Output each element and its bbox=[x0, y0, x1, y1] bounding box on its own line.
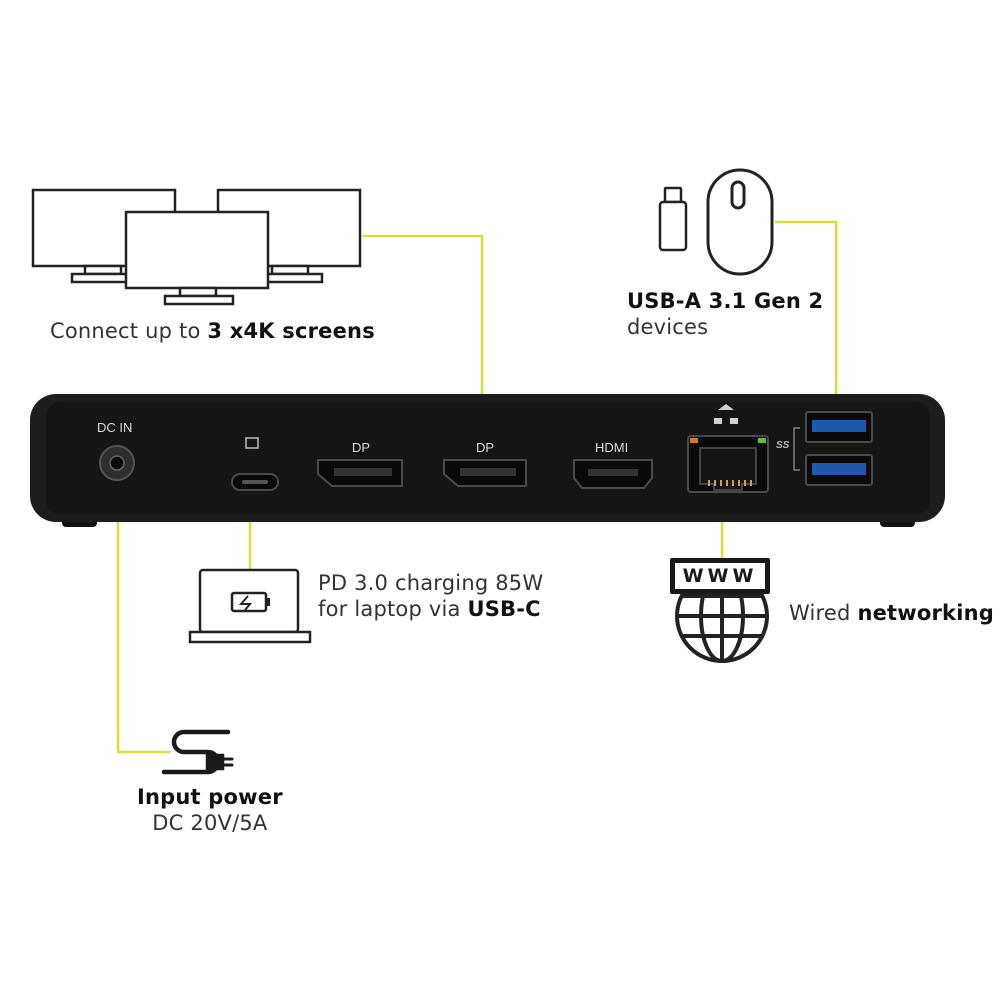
charging-caption-line1: PD 3.0 charging 85W bbox=[318, 571, 544, 595]
dp-port-1 bbox=[317, 459, 403, 487]
mouse-icon bbox=[706, 168, 774, 276]
power-connector-line bbox=[116, 478, 170, 754]
docking-station bbox=[30, 394, 945, 527]
usb-a-caption: USB-A 3.1 Gen 2 devices bbox=[627, 288, 823, 340]
usb-superspeed-badge: SS bbox=[776, 440, 790, 451]
power-plug-icon bbox=[161, 729, 234, 775]
usb-devices-connector-line bbox=[775, 220, 838, 410]
laptop-charging-icon bbox=[188, 568, 312, 644]
network-caption: Wired networking bbox=[789, 600, 994, 626]
dp-port-2 bbox=[443, 459, 527, 487]
screens-caption-bold: 3 x4K screens bbox=[207, 319, 375, 343]
network-caption-bold: networking bbox=[857, 601, 994, 625]
hdmi-port bbox=[573, 459, 653, 489]
power-caption-text: DC 20V/5A bbox=[152, 811, 268, 835]
dc-in-label: DC IN bbox=[97, 420, 133, 435]
www-label: WWW bbox=[670, 558, 770, 594]
usb-c-port bbox=[231, 437, 279, 491]
charging-caption-line2: for laptop via bbox=[318, 597, 468, 621]
usb-ss-bracket bbox=[793, 427, 800, 471]
screens-caption-text: Connect up to bbox=[50, 319, 208, 343]
monitor-icon-center bbox=[124, 210, 270, 306]
power-caption: Input power DC 20V/5A bbox=[137, 784, 283, 836]
dp-port-1-label: DP bbox=[352, 440, 371, 455]
charging-caption: PD 3.0 charging 85W for laptop via USB-C bbox=[318, 570, 543, 622]
usb-a-caption-text: devices bbox=[627, 315, 709, 339]
hdmi-port-label: HDMI bbox=[595, 440, 629, 455]
charging-caption-bold: USB-C bbox=[467, 597, 541, 621]
ethernet-port bbox=[687, 404, 769, 493]
screens-caption: Connect up to 3 x4K screens bbox=[50, 318, 375, 344]
usb-a-port-2 bbox=[805, 454, 873, 486]
network-caption-text: Wired bbox=[789, 601, 858, 625]
usb-stick-icon bbox=[658, 186, 688, 252]
usb-a-port-1 bbox=[805, 411, 873, 443]
dp-port-2-label: DP bbox=[476, 440, 495, 455]
usb-a-caption-bold: USB-A 3.1 Gen 2 bbox=[627, 289, 824, 313]
dc-in-jack bbox=[99, 445, 135, 481]
power-caption-bold: Input power bbox=[137, 785, 283, 809]
